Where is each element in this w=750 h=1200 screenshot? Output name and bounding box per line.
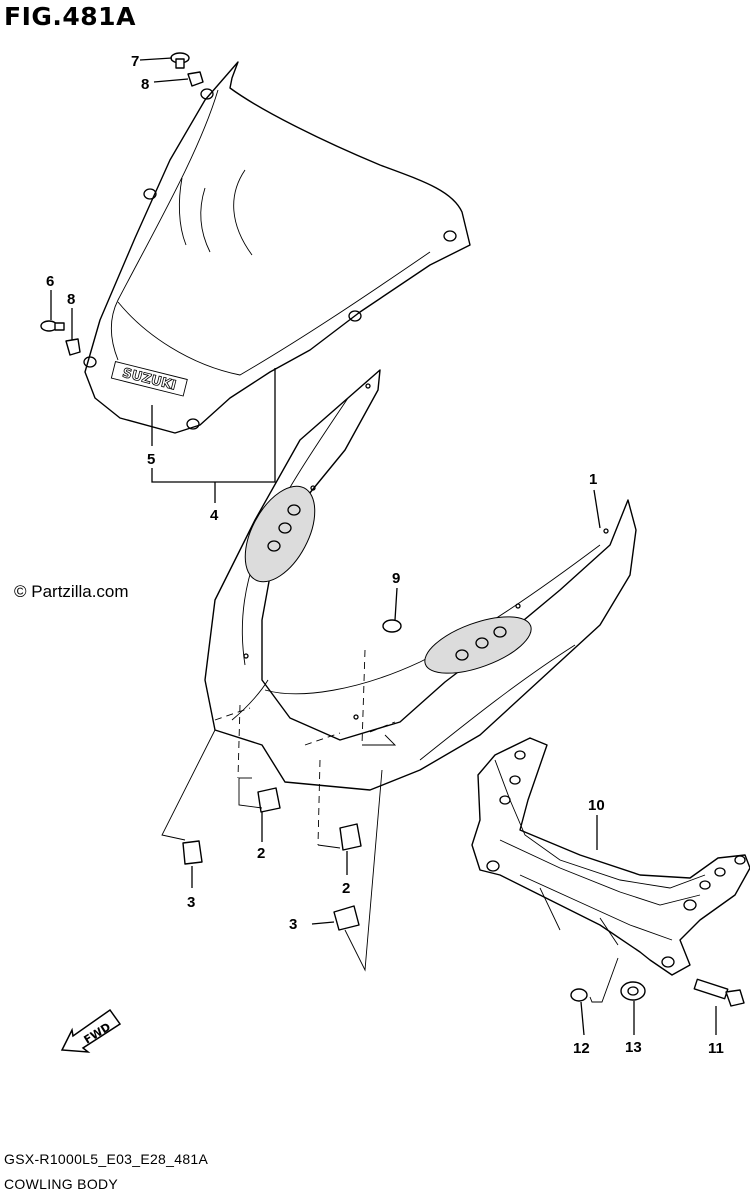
cushion-2-right[interactable] — [339, 823, 362, 851]
nut-9[interactable] — [382, 619, 402, 633]
callout-1[interactable]: 1 — [589, 471, 597, 488]
windscreen[interactable]: SUZUKI — [83, 61, 471, 434]
callout-8-upper[interactable]: 8 — [141, 76, 149, 93]
callout-11[interactable]: 11 — [708, 1040, 724, 1057]
model-code: GSX-R1000L5_E03_E28_481A — [4, 1151, 209, 1167]
watermark: © Partzilla.com — [14, 582, 129, 601]
callout-8-lower[interactable]: 8 — [67, 291, 75, 308]
upper-cowling[interactable] — [204, 369, 637, 791]
well-nut-8-upper[interactable] — [187, 71, 204, 87]
callout-numbers: 7 8 6 8 5 4 1 9 10 2 2 3 3 12 13 11 — [46, 53, 724, 1057]
screw-7[interactable] — [170, 52, 190, 69]
callout-12[interactable]: 12 — [573, 1040, 590, 1057]
bolt-11[interactable] — [693, 978, 745, 1007]
cushion-3-left[interactable] — [182, 840, 203, 865]
callout-2-right[interactable]: 2 — [342, 880, 350, 897]
cushion-3-right[interactable] — [333, 905, 360, 931]
callout-6[interactable]: 6 — [46, 273, 54, 290]
leader-lines — [50, 57, 717, 1036]
callout-5[interactable]: 5 — [147, 451, 155, 468]
washer-13[interactable] — [620, 981, 646, 1001]
callout-10[interactable]: 10 — [588, 797, 605, 814]
section-name: COWLING BODY — [4, 1176, 119, 1192]
well-nut-8-lower[interactable] — [65, 338, 81, 356]
figure-title: FIG.481A — [4, 2, 136, 31]
cushion-2-left[interactable] — [257, 787, 281, 813]
callout-9[interactable]: 9 — [392, 570, 400, 587]
callout-13[interactable]: 13 — [625, 1039, 642, 1056]
screw-6[interactable] — [40, 320, 65, 332]
nut-12[interactable] — [570, 988, 588, 1002]
cowling-brace[interactable] — [471, 737, 750, 976]
callout-2-left[interactable]: 2 — [257, 845, 265, 862]
callout-3-left[interactable]: 3 — [187, 894, 195, 911]
callout-7[interactable]: 7 — [131, 53, 139, 70]
callout-3-right[interactable]: 3 — [289, 916, 297, 933]
callout-4[interactable]: 4 — [210, 507, 219, 524]
forward-direction-arrow: FWD — [60, 1008, 122, 1053]
